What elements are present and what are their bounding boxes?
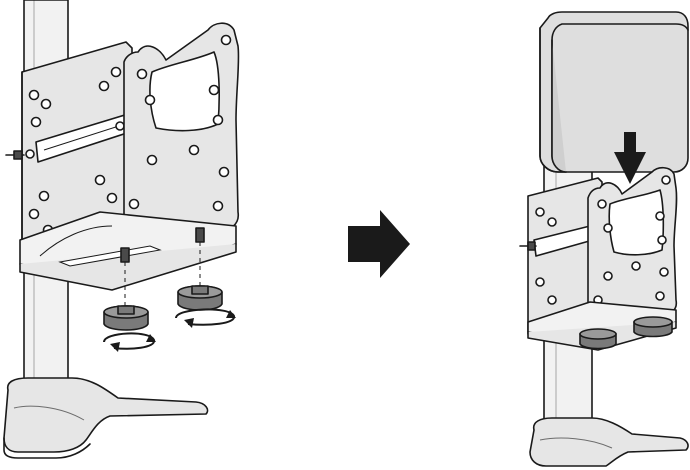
arrow-down-icon bbox=[614, 132, 646, 184]
tray-studs bbox=[120, 227, 205, 306]
pole-clamp-bracket bbox=[5, 41, 133, 267]
bottom-tray-left bbox=[19, 211, 237, 291]
rotate-icon bbox=[103, 332, 156, 352]
step-1-assembly bbox=[3, 0, 240, 459]
stand-base-right bbox=[529, 417, 689, 467]
thumb-screw-icon bbox=[103, 305, 149, 331]
thumb-screw-icon-installed bbox=[579, 328, 617, 350]
vesa-holes-left bbox=[128, 34, 232, 212]
thumb-screw-icon-2 bbox=[177, 285, 223, 311]
pole-clamp-bracket-right bbox=[519, 177, 603, 335]
clamp-holes bbox=[28, 66, 122, 236]
arrow-right-icon bbox=[348, 210, 410, 278]
thumb-screw-icon-installed-2 bbox=[633, 316, 673, 338]
step-2-device-inserted bbox=[519, 11, 689, 467]
rotate-icon-2 bbox=[175, 308, 236, 328]
stand-base-left bbox=[3, 377, 209, 459]
vesa-holes-right bbox=[593, 175, 671, 305]
device-box bbox=[539, 11, 689, 173]
vesa-plate-right bbox=[587, 166, 678, 317]
vesa-plate-left bbox=[123, 22, 240, 233]
